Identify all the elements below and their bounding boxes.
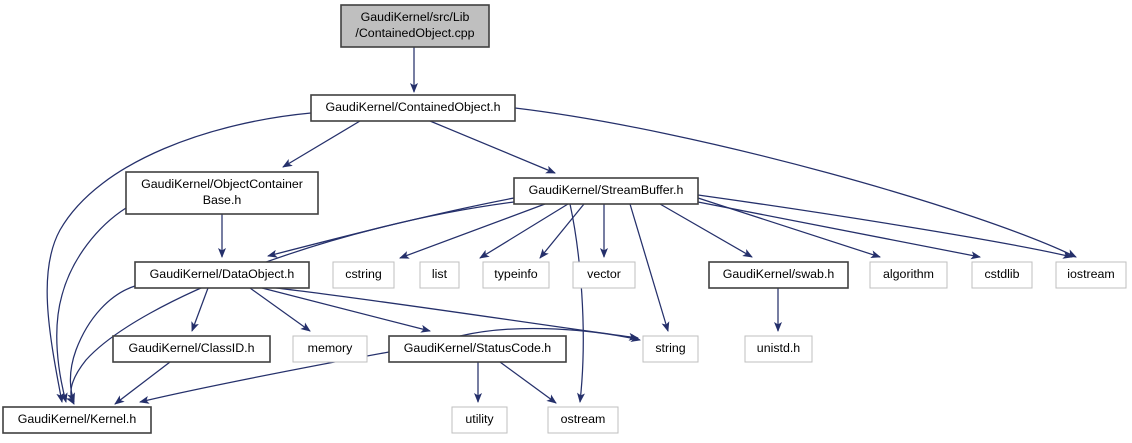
node-label: GaudiKernel/StatusCode.h: [404, 341, 552, 355]
node-box: [292, 335, 368, 363]
edge-objectcontainerbase_h-to-kernel_h: [56, 207, 127, 403]
node-cstring[interactable]: cstring: [332, 261, 395, 289]
edge-layer: [46, 47, 1077, 405]
node-label: GaudiKernel/Kernel.h: [18, 412, 137, 426]
node-unistd_h[interactable]: unistd.h: [744, 335, 813, 363]
edge-dataobject_h-to-classid_h: [191, 287, 209, 332]
node-box: [708, 261, 849, 289]
node-label: cstring: [345, 267, 382, 281]
node-label: GaudiKernel/ContainedObject.h: [326, 100, 501, 114]
edge-streambuffer_h-to-swab_h: [659, 203, 753, 258]
node-typeinfo[interactable]: typeinfo: [482, 261, 550, 289]
node-label: vector: [587, 267, 621, 281]
node-label: GaudiKernel/swab.h: [723, 267, 835, 281]
node-label: string: [655, 341, 685, 355]
edge-streambuffer_h-to-list: [479, 203, 569, 259]
node-label: GaudiKernel/DataObject.h: [150, 267, 295, 281]
node-memory[interactable]: memory: [292, 335, 368, 363]
edge-containedobject_h-to-objectcontainerbase_h: [282, 120, 361, 168]
node-box: [482, 261, 550, 289]
node-classid_h[interactable]: GaudiKernel/ClassID.h: [112, 335, 271, 363]
node-label: utility: [465, 412, 494, 426]
edge-streambuffer_h-to-typeinfo: [539, 203, 585, 259]
edge-dataobject_h-to-memory: [249, 287, 311, 332]
node-label: GaudiKernel/src/Lib/ContainedObject.cpp: [355, 10, 474, 40]
node-cstdlib[interactable]: cstdlib: [971, 261, 1033, 289]
node-statuscode_h[interactable]: GaudiKernel/StatusCode.h: [388, 335, 567, 363]
edge-containedobject_h-to-streambuffer_h: [429, 120, 556, 174]
node-box: [572, 261, 636, 289]
node-layer: GaudiKernel/src/Lib/ContainedObject.cppG…: [2, 4, 1127, 434]
edge-statuscode_h-to-ostream: [499, 361, 557, 404]
edge-streambuffer_h-to-iostream: [697, 194, 1073, 259]
edge-containedobject_h-to-iostream: [514, 107, 1077, 258]
node-label: iostream: [1067, 267, 1115, 281]
edge-classid_h-to-kernel_h: [114, 361, 171, 405]
node-box: [332, 261, 395, 289]
edge-streambuffer_h-to-cstdlib: [697, 201, 981, 260]
node-label: memory: [308, 341, 354, 355]
node-box: [971, 261, 1033, 289]
node-box: [744, 335, 813, 363]
node-ostream[interactable]: ostream: [547, 406, 619, 434]
node-box: [134, 261, 310, 289]
node-containedobject_cpp[interactable]: GaudiKernel/src/Lib/ContainedObject.cpp: [340, 4, 490, 48]
node-label: ostream: [561, 412, 606, 426]
node-box: [388, 335, 567, 363]
node-list[interactable]: list: [419, 261, 460, 289]
node-box: [419, 261, 460, 289]
node-dataobject_h[interactable]: GaudiKernel/DataObject.h: [134, 261, 310, 289]
node-iostream[interactable]: iostream: [1055, 261, 1127, 289]
node-kernel_h[interactable]: GaudiKernel/Kernel.h: [2, 406, 152, 434]
node-box: [340, 4, 490, 48]
node-label: unistd.h: [757, 341, 801, 355]
node-containedobject_h[interactable]: GaudiKernel/ContainedObject.h: [310, 94, 516, 122]
node-box: [1055, 261, 1127, 289]
edge-streambuffer_h-to-kernel_h: [65, 201, 515, 405]
node-box: [513, 177, 699, 205]
edge-streambuffer_h-to-ostream: [569, 203, 585, 403]
edge-streambuffer_h-to-cstring: [399, 203, 546, 259]
node-string[interactable]: string: [642, 335, 699, 363]
node-label: GaudiKernel/StreamBuffer.h: [529, 183, 684, 197]
edge-containedobject_h-to-kernel_h: [46, 112, 312, 403]
node-box: [451, 406, 508, 434]
node-box: [869, 261, 948, 289]
node-label: typeinfo: [494, 267, 538, 281]
node-algorithm[interactable]: algorithm: [869, 261, 948, 289]
node-box: [2, 406, 152, 434]
node-label: algorithm: [883, 267, 934, 281]
node-label: GaudiKernel/ClassID.h: [128, 341, 254, 355]
node-label: cstdlib: [984, 267, 1019, 281]
edge-dataobject_h-to-statuscode_h: [261, 287, 431, 333]
node-box: [547, 406, 619, 434]
node-label: list: [432, 267, 448, 281]
node-box: [112, 335, 271, 363]
node-box: [642, 335, 699, 363]
node-box: [310, 94, 516, 122]
node-utility[interactable]: utility: [451, 406, 508, 434]
node-streambuffer_h[interactable]: GaudiKernel/StreamBuffer.h: [513, 177, 699, 205]
edge-streambuffer_h-to-string: [629, 203, 670, 332]
node-vector[interactable]: vector: [572, 261, 636, 289]
node-box: [125, 171, 319, 215]
node-swab_h[interactable]: GaudiKernel/swab.h: [708, 261, 849, 289]
edge-statuscode_h-to-string: [459, 327, 641, 342]
